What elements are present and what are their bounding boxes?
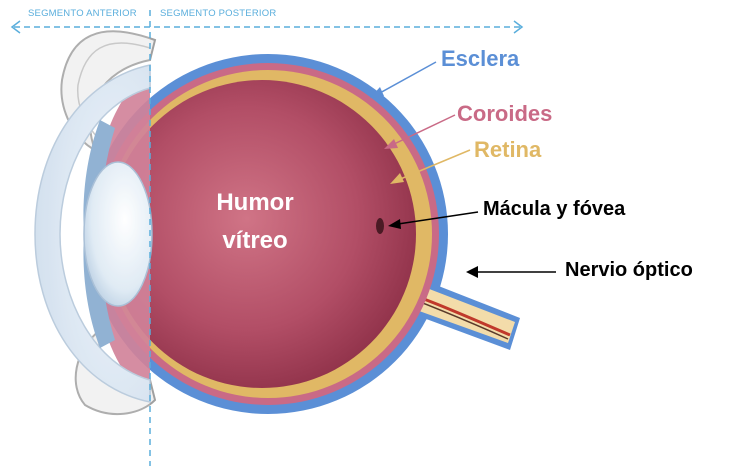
label-nervio: Nervio óptico [565, 259, 693, 282]
label-coroides: Coroides [457, 101, 552, 127]
anterior-overlay [20, 30, 150, 440]
label-retina: Retina [474, 137, 541, 163]
macula-spot [376, 218, 384, 234]
label-humor-line1: Humor [190, 184, 320, 222]
segment-anterior-label: SEGMENTO ANTERIOR [28, 8, 137, 19]
label-macula: Mácula y fóvea [483, 198, 625, 221]
label-esclera: Esclera [441, 46, 519, 72]
label-humor-line2: vítreo [190, 222, 320, 260]
segment-posterior-label: SEGMENTO POSTERIOR [160, 8, 276, 19]
esclera-arrow [378, 62, 436, 94]
label-humor-vitreo: Humor vítreo [190, 184, 320, 260]
